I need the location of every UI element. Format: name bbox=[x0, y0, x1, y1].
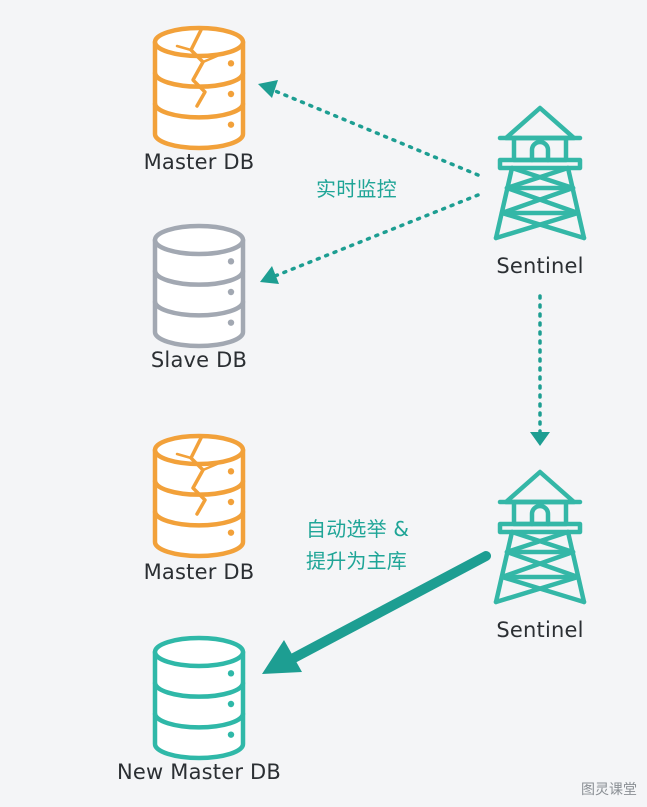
promotion-arrowhead bbox=[262, 640, 302, 674]
sentinel-top-icon bbox=[493, 105, 587, 241]
master-db-bottom-icon bbox=[152, 433, 246, 559]
slave-db-label: Slave DB bbox=[150, 348, 248, 372]
slave-db-icon bbox=[152, 223, 246, 349]
monitor-arrow-to-slave bbox=[268, 193, 480, 280]
sentinel-bottom-icon bbox=[493, 469, 587, 605]
monitor-arrow-to-master bbox=[266, 86, 480, 177]
sentinel-top-label: Sentinel bbox=[496, 254, 584, 278]
promotion-arrow bbox=[285, 551, 491, 665]
sentinel-transition-arrowhead bbox=[530, 432, 550, 446]
monitor-arrowhead-master bbox=[258, 80, 278, 98]
master-db-top-icon bbox=[152, 25, 246, 151]
monitor-annotation: 实时监控 bbox=[316, 177, 397, 201]
master-db-top-label: Master DB bbox=[143, 150, 255, 174]
election-annotation-line1: 自动选举 & bbox=[306, 517, 410, 541]
election-annotation-line2: 提升为主库 bbox=[306, 549, 407, 573]
monitor-arrowhead-slave bbox=[260, 266, 279, 284]
sentinel-bottom-label: Sentinel bbox=[496, 618, 584, 642]
new-master-db-label: New Master DB bbox=[116, 760, 282, 784]
new-master-db-icon bbox=[152, 635, 246, 761]
master-db-bottom-label: Master DB bbox=[143, 560, 255, 584]
watermark-text: 图灵课堂 bbox=[581, 782, 637, 798]
